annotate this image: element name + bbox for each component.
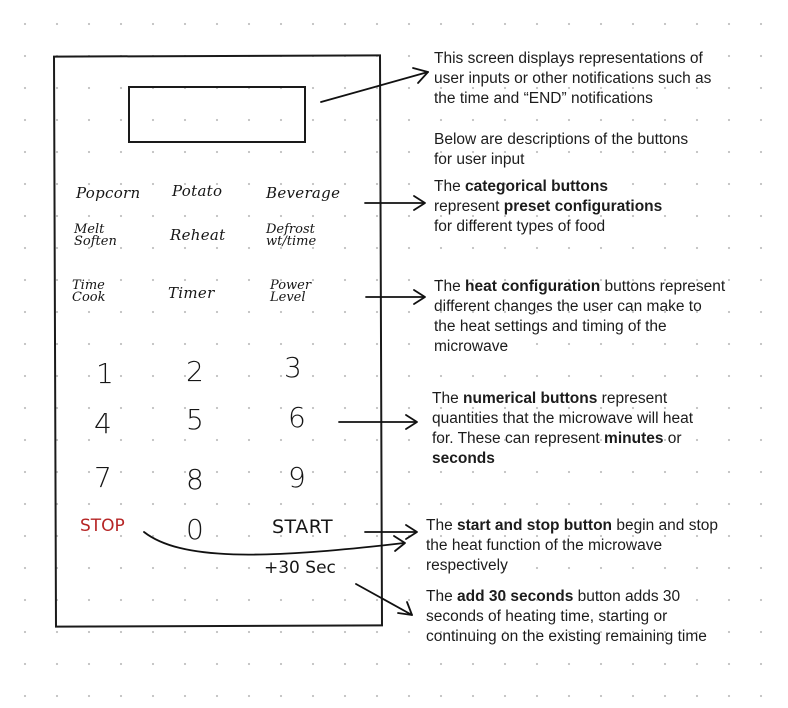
- microwave-display-screen: [128, 86, 306, 143]
- intro-note-line: Below are descriptions of the buttons: [434, 131, 689, 148]
- numerical-buttons-note: The numerical buttons represent quantiti…: [432, 389, 693, 469]
- categorical-buttons-note: The categorical buttons represent preset…: [434, 177, 662, 237]
- heat-configuration-note: The heat configuration buttons represent…: [434, 277, 725, 357]
- numerical-note-line: for. These can represent minutes or: [432, 430, 682, 447]
- arrow-to-categorical-note: [364, 195, 426, 211]
- buttons-intro-note: Below are descriptions of the buttons fo…: [434, 130, 688, 170]
- melt-soften-button[interactable]: Melt Soften: [74, 222, 117, 250]
- arrow-to-add30-note: [355, 583, 413, 616]
- screen-note-line: user inputs or other notifications such …: [434, 70, 712, 87]
- arrow-to-screen-note: [320, 67, 429, 103]
- defrost-wt-time-button[interactable]: Defrost wt/time: [266, 222, 317, 250]
- numerical-note-line: quantities that the microwave will heat: [432, 410, 694, 427]
- number-button-4[interactable]: 4: [94, 407, 112, 440]
- heat-note-line: The heat configuration buttons represent: [434, 278, 726, 295]
- number-button-8[interactable]: 8: [186, 463, 204, 496]
- number-button-6[interactable]: 6: [288, 401, 306, 434]
- heat-note-line: different changes the user can make to: [434, 298, 702, 315]
- intro-note-line: for user input: [434, 151, 525, 168]
- add30-note-line: seconds of heating time, starting or: [426, 608, 668, 625]
- categorical-note-line: The categorical buttons: [434, 178, 608, 195]
- startstop-note-line: the heat function of the microwave: [426, 537, 663, 554]
- number-button-7[interactable]: 7: [94, 461, 112, 494]
- number-button-2[interactable]: 2: [186, 355, 204, 388]
- add-30-seconds-note: The add 30 seconds button adds 30 second…: [426, 587, 707, 647]
- startstop-note-line: The start and stop button begin and stop: [426, 517, 719, 534]
- reheat-button[interactable]: Reheat: [170, 226, 226, 244]
- arrow-to-startstop-note: [143, 524, 418, 556]
- number-button-1[interactable]: 1: [96, 357, 114, 390]
- categorical-note-line: represent preset configurations: [434, 198, 663, 215]
- add-30-seconds-button[interactable]: +30 Sec: [264, 558, 336, 578]
- screen-note-line: This screen displays representations of: [434, 50, 703, 67]
- heat-note-line: microwave: [434, 338, 509, 355]
- stop-button[interactable]: STOP: [80, 516, 125, 536]
- arrow-to-numerical-note: [338, 414, 418, 430]
- potato-button[interactable]: Potato: [172, 182, 223, 200]
- beverage-button[interactable]: Beverage: [266, 184, 341, 202]
- number-button-5[interactable]: 5: [186, 403, 204, 436]
- startstop-note-line: respectively: [426, 557, 508, 574]
- power-level-button[interactable]: Power Level: [270, 278, 312, 306]
- numerical-note-line: The numerical buttons represent: [432, 390, 668, 407]
- arrow-to-heat-note: [365, 289, 426, 305]
- start-button[interactable]: START: [272, 516, 334, 538]
- categorical-note-line: for different types of food: [434, 218, 606, 235]
- start-stop-note: The start and stop button begin and stop…: [426, 516, 718, 576]
- number-button-0[interactable]: 0: [186, 513, 204, 546]
- add30-note-line: continuing on the existing remaining tim…: [426, 628, 707, 645]
- time-cook-button[interactable]: Time Cook: [72, 278, 106, 306]
- number-button-3[interactable]: 3: [284, 351, 302, 384]
- number-button-9[interactable]: 9: [288, 461, 306, 494]
- numerical-note-line: seconds: [432, 450, 495, 467]
- add30-note-line: The add 30 seconds button adds 30: [426, 588, 681, 605]
- timer-button[interactable]: Timer: [168, 284, 215, 302]
- heat-note-line: the heat settings and timing of the: [434, 318, 667, 335]
- screen-description-note: This screen displays representations of …: [434, 49, 711, 109]
- popcorn-button[interactable]: Popcorn: [76, 184, 141, 202]
- screen-note-line: the time and “END” notifications: [434, 90, 653, 107]
